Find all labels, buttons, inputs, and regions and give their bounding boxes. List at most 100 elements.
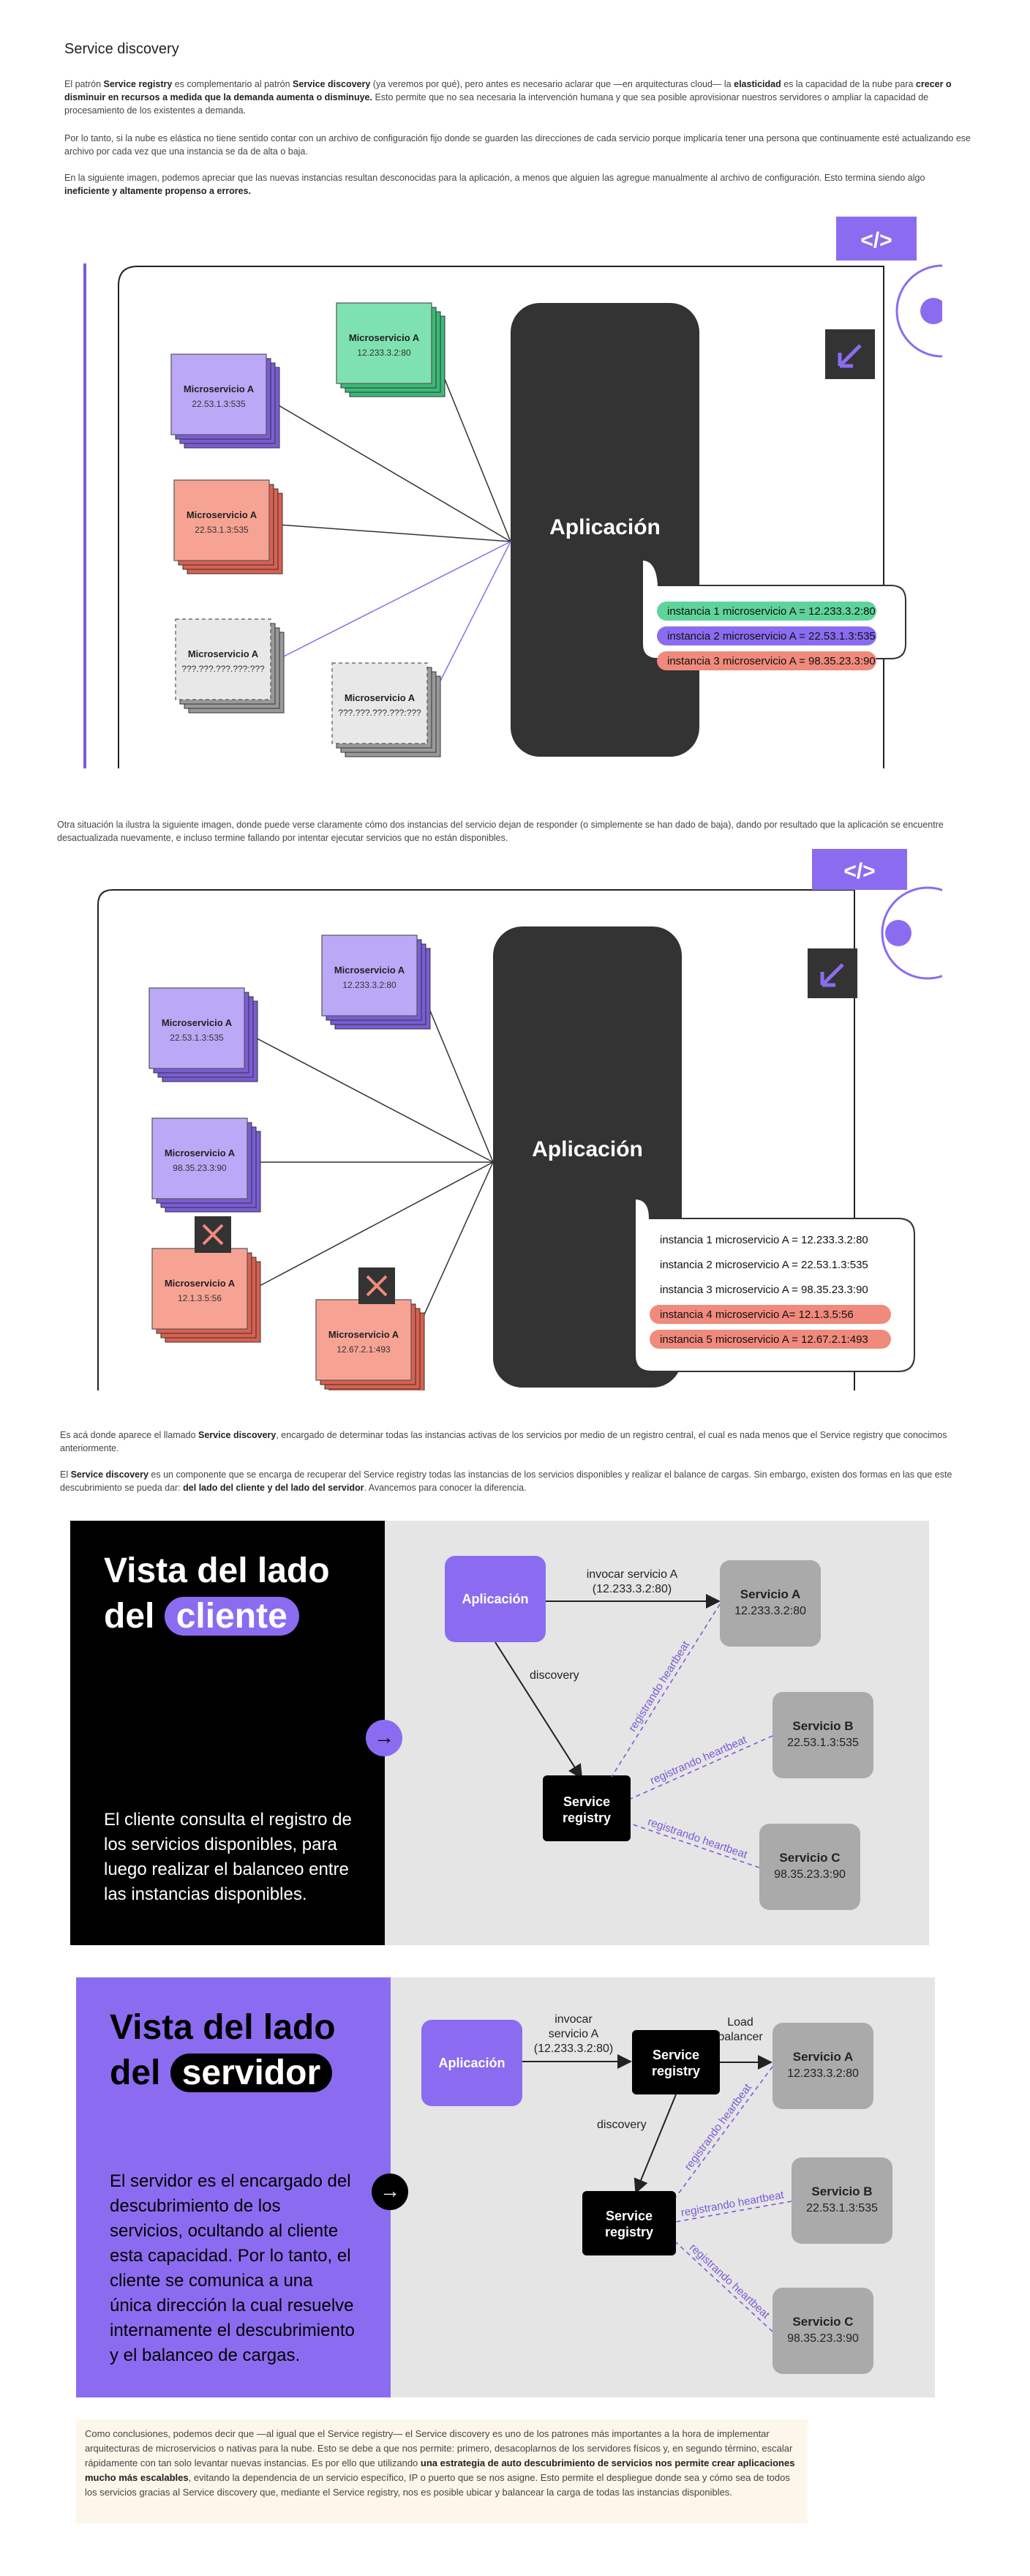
service-ip: 22.53.1.3:535	[806, 2202, 878, 2214]
heartbeat-label: registrando heartbeat	[626, 1639, 693, 1734]
heartbeat-line	[675, 2201, 792, 2223]
microservice-ip: 12.67.2.1:493	[337, 1344, 391, 1355]
heartbeat-label: registrando heartbeat	[680, 2189, 785, 2220]
server-pill: servidor	[170, 2053, 333, 2092]
instance-entry: instancia 2 microservicio A = 22.53.1.3:…	[660, 1259, 868, 1271]
service-name: Servicio B	[792, 1719, 853, 1733]
microservice-title: Microservicio A	[165, 1147, 236, 1158]
instance-entry: instancia 1 microservicio A = 12.233.3.2…	[667, 605, 876, 618]
svg-text:Service: Service	[563, 1794, 610, 1809]
svg-text:balancer: balancer	[718, 2031, 763, 2043]
svg-text:discovery: discovery	[530, 1669, 579, 1682]
microservice-node: Microservicio A???.???.???.???:???	[175, 618, 285, 714]
discovery-paragraph-2: El Service discovery es un componente qu…	[60, 1469, 952, 1493]
connection-line	[410, 1161, 494, 1344]
client-side-card: Vista del lado del cliente El cliente co…	[70, 1521, 929, 1945]
microservice-node: Microservicio A 22.53.1.3:535	[173, 479, 283, 574]
microservice-title: Microservicio A	[184, 383, 255, 394]
microservice-node: Microservicio A???.???.???.???:???	[331, 662, 441, 757]
svg-text:servicio A: servicio A	[549, 2028, 599, 2040]
microservice-ip: 22.53.1.3:535	[192, 399, 246, 409]
service-ip: 98.35.23.3:90	[774, 1868, 846, 1881]
code-badge-icon	[836, 217, 917, 261]
microservice-title: Microservicio A	[162, 1017, 233, 1028]
microservice-ip: ???.???.???.???:???	[338, 708, 421, 718]
instance-entry: instancia 1 microservicio A = 12.233.3.2…	[660, 1234, 868, 1246]
diagram-failing-instances: </> Aplicación instancia 1 microservicio…	[97, 849, 942, 1390]
service-node	[772, 2288, 873, 2374]
service-node	[772, 2023, 873, 2109]
microservice-node: Microservicio A12.233.3.2:80	[336, 302, 446, 397]
diagram-static-configuration: </> Aplicación instancia 1 microservicio…	[83, 217, 942, 768]
gear-icon	[920, 298, 942, 324]
connection-line	[270, 541, 511, 664]
gear-icon	[885, 920, 911, 946]
svg-text:Load: Load	[727, 2016, 753, 2029]
microservice-node: Microservicio A 22.53.1.3:535	[149, 987, 258, 1082]
svg-text:registry: registry	[605, 2225, 653, 2239]
conclusion-box: Como conclusiones, podemos decir que —al…	[76, 2419, 808, 2523]
microservice-node: Microservicio A 22.53.1.3:535	[170, 353, 280, 449]
service-node	[772, 1692, 873, 1778]
microservice-ip: ???.???.???.???:???	[181, 664, 265, 674]
client-card-description: El cliente consulta el registro de los s…	[104, 1810, 352, 1904]
service-ip: 22.53.1.3:535	[787, 1737, 859, 1749]
heartbeat-line	[675, 2066, 773, 2198]
connection-line	[244, 1031, 494, 1163]
svg-text:registry: registry	[563, 1811, 611, 1825]
heartbeat-line	[630, 1735, 773, 1800]
heartbeat-label: registrando heartbeat	[648, 1733, 749, 1787]
server-card-title: Vista del lado del servidor	[110, 2008, 336, 2092]
service-ip: 98.35.23.3:90	[787, 2332, 859, 2345]
microservice-title: Microservicio A	[328, 1329, 399, 1340]
heartbeat-label: registrando heartbeat	[646, 1816, 749, 1861]
svg-text:Service: Service	[606, 2209, 653, 2223]
heartbeat-label: registrando heartbeat	[682, 2081, 754, 2173]
svg-text:invocar servicio A: invocar servicio A	[587, 1568, 678, 1581]
microservice-ip: 22.53.1.3:535	[170, 1033, 224, 1043]
heartbeat-line	[630, 1823, 760, 1868]
svg-text:Service: Service	[653, 2048, 699, 2062]
microservice-node: Microservicio A 12.67.2.1:493	[315, 1268, 425, 1390]
instance-entry: instancia 5 microservicio A = 12.67.2.1:…	[660, 1333, 868, 1346]
service-name: Servicio A	[740, 1587, 801, 1601]
service-ip: 12.233.3.2:80	[734, 1605, 806, 1617]
microservice-ip: 12.1.3.5:56	[178, 1293, 222, 1303]
microservice-node: Microservicio A 98.35.23.3:90	[151, 1117, 261, 1213]
instance-entry: instancia 3 microservicio A = 98.35.23.3…	[667, 655, 876, 667]
discovery-paragraph-1: Es acá donde aparece el llamado Service …	[60, 1430, 947, 1453]
svg-text:discovery: discovery	[597, 2119, 647, 2131]
service-name: Servicio A	[793, 2050, 854, 2064]
heartbeat-line	[611, 1603, 721, 1778]
next-arrow-button[interactable]: →	[366, 1720, 402, 1756]
microservice-ip: 22.53.1.3:535	[195, 525, 249, 535]
connection-line	[247, 1161, 494, 1293]
service-name: Servicio C	[779, 1851, 840, 1865]
microservice-title: Microservicio A	[188, 648, 259, 659]
app-node: Aplicación	[462, 1592, 528, 1606]
conclusion-text: Como conclusiones, podemos decir que —al…	[85, 2428, 795, 2498]
service-name: Servicio C	[792, 2315, 853, 2329]
next-arrow-button[interactable]: →	[372, 2174, 408, 2210]
service-ip: 12.233.3.2:80	[787, 2067, 859, 2080]
microservice-ip: 98.35.23.3:90	[173, 1163, 227, 1173]
connection-line	[266, 397, 511, 542]
svg-text:registry: registry	[652, 2064, 700, 2078]
svg-text:</>: </>	[843, 859, 875, 883]
microservice-title: Microservicio A	[349, 332, 420, 343]
code-badge-icon	[812, 849, 907, 890]
svg-text:(12.233.3.2:80): (12.233.3.2:80)	[534, 2043, 614, 2055]
microservice-title: Microservicio A	[187, 509, 258, 520]
application-label: Aplicación	[532, 1137, 643, 1161]
heartbeat-line	[675, 2242, 773, 2332]
service-name: Servicio B	[811, 2184, 872, 2198]
svg-text:(12.233.3.2:80): (12.233.3.2:80)	[593, 1583, 672, 1595]
client-card-title: Vista del lado del cliente	[104, 1551, 330, 1636]
microservice-node: Microservicio A12.1.3.5:56	[151, 1216, 261, 1343]
microservice-title: Microservicio A	[345, 692, 416, 703]
server-card-description: El servidor es el encargado del descubri…	[110, 2171, 355, 2365]
instance-entry: instancia 4 microservicio A= 12.1.3.5:56	[660, 1308, 854, 1321]
svg-text:invocar: invocar	[555, 2013, 593, 2026]
intro-paragraph-3: En la siguiente imagen, podemos apreciar…	[64, 173, 925, 196]
connection-line	[426, 541, 511, 708]
